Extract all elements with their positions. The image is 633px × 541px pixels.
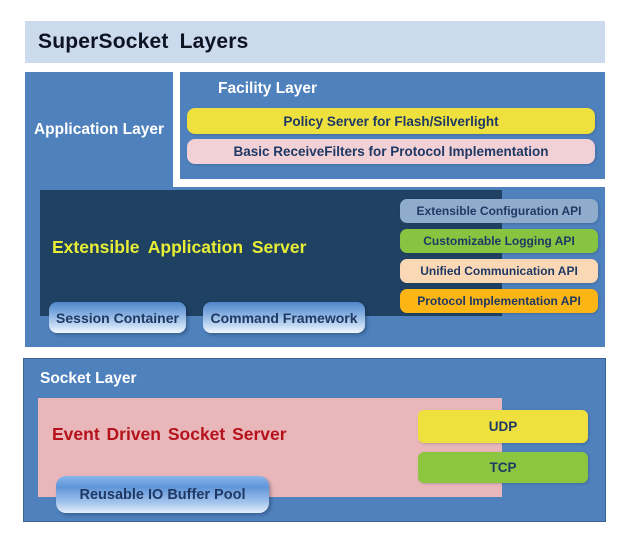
diagram-title-bar: SuperSocket Layers [25,21,605,63]
customizable-logging-api-box: Customizable Logging API [400,229,598,253]
socket-layer-label: Socket Layer [40,370,137,387]
application-layer-label: Application Layer [33,121,165,138]
command-framework-box: Command Framework [203,302,365,333]
application-layer-section: Application Layer Facility Layer Policy … [25,72,605,347]
session-container-box: Session Container [49,302,186,333]
tcp-box: TCP [418,452,588,483]
udp-box: UDP [418,410,588,443]
unified-communication-api-box: Unified Communication API [400,259,598,283]
facility-layer-panel: Facility Layer Policy Server for Flash/S… [173,72,605,187]
protocol-implementation-api-box: Protocol Implementation API [400,289,598,313]
event-driven-socket-server-label: Event Driven Socket Server [52,424,287,444]
diagram-title: SuperSocket Layers [38,30,249,53]
extensible-configuration-api-box: Extensible Configuration API [400,199,598,223]
reusable-io-buffer-pool-box: Reusable IO Buffer Pool [56,476,269,513]
facility-layer-label: Facility Layer [218,80,318,97]
socket-layer-section: Socket Layer Event Driven Socket Server … [23,358,606,522]
extensible-application-server-label: Extensible Application Server [52,237,307,257]
basic-receivefilters-box: Basic ReceiveFilters for Protocol Implem… [187,139,595,164]
policy-server-box: Policy Server for Flash/Silverlight [187,108,595,134]
